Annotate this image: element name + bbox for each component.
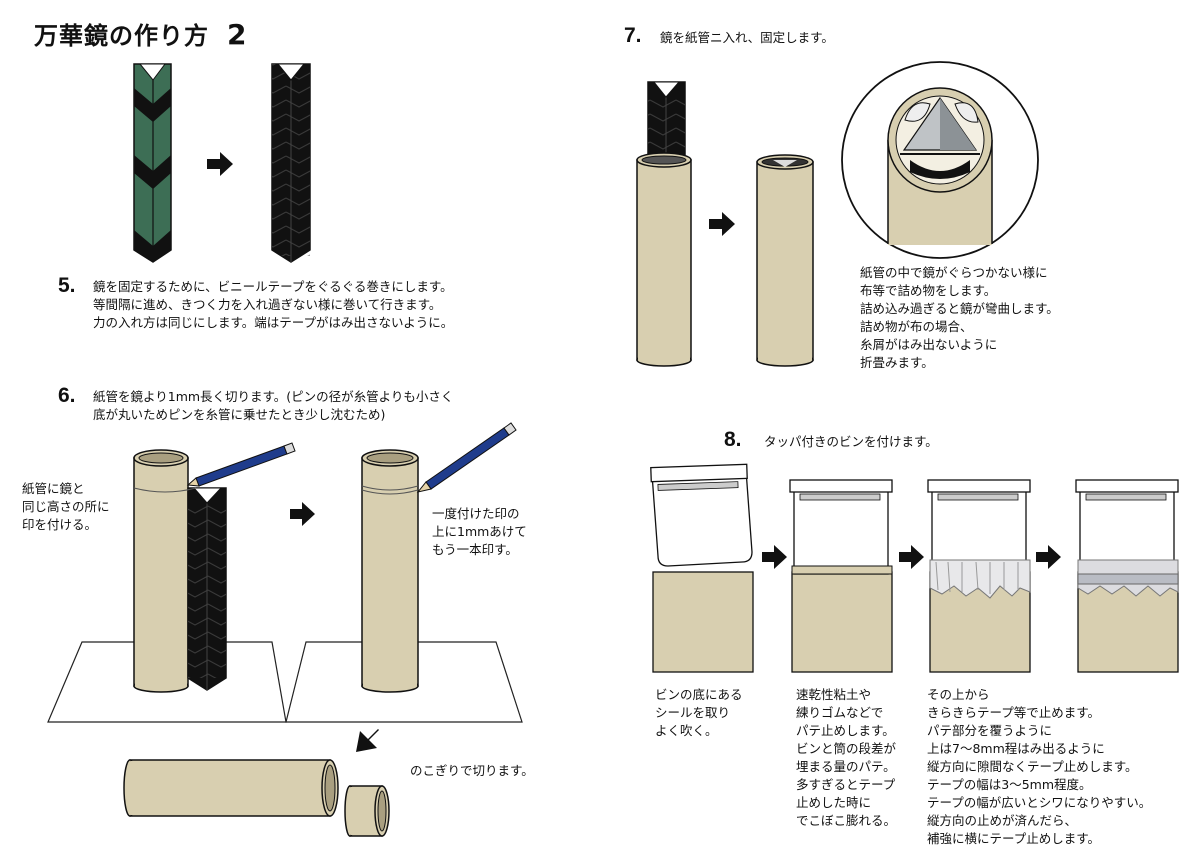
step5-line-1: 鏡を固定するために、ビニールテープをぐるぐる巻きにします。 — [93, 279, 453, 294]
arrow-icon-8b — [899, 545, 924, 569]
step6-left-note: 紙管に鏡と 同じ高さの所に 印を付ける。 — [22, 480, 110, 534]
tube-closed — [756, 154, 814, 367]
col1-line-3: よく吹く。 — [655, 723, 718, 738]
col3-line-2: きらきらテープ等で止めます。 — [927, 705, 1101, 720]
col1-line-2: シールを取り — [655, 705, 731, 720]
page-title: 万華鏡の作り方 2 — [34, 16, 247, 51]
step6-text: 紙管を鏡より1mm長く切ります。(ピンの径が糸管よりも小さく 底が丸いためピンを… — [93, 388, 453, 424]
arrow-icon-step5 — [207, 152, 233, 176]
col3-line-1: その上から — [927, 687, 990, 702]
title-number: 2 — [227, 18, 248, 51]
step5-line-2: 等間隔に進め、きつく力を入れ過ぎない様に巻いて行きます。 — [93, 297, 442, 312]
col3-line-3: パテ部分を覆うように — [927, 723, 1053, 738]
step6-line-2: 底が丸いためピンを糸管に乗せたとき少し沈むため) — [93, 407, 386, 422]
step8-col2: 速乾性粘土や 練りゴムなどで パテ止めします。 ビンと筒の段差が 埋まる量のパテ… — [796, 686, 896, 830]
title-text: 万華鏡の作り方 — [34, 22, 209, 50]
col2-line-7: 止めした時に — [796, 795, 872, 810]
cut-tube-short — [344, 785, 390, 837]
col3-line-6: テープの幅は3～5mm程度。 — [927, 777, 1092, 792]
step7-note-line-1: 紙管の中で鏡がぐらつかない様に — [860, 265, 1048, 280]
col3-line-4: 上は7～8mm程はみ出るように — [927, 741, 1105, 756]
tube-with-prism — [133, 449, 227, 693]
col2-line-8: でこぼこ膨れる。 — [796, 813, 897, 828]
step7-note-line-5: 糸屑がはみ出ないように — [860, 337, 998, 352]
marked-tube — [361, 449, 419, 693]
step6-number: 6. — [58, 384, 76, 407]
col2-line-1: 速乾性粘土や — [796, 687, 872, 702]
col2-line-5: 埋まる量のパテ。 — [796, 759, 896, 774]
step8-text: タッパ付きのビンを付けます。 — [764, 434, 938, 449]
step6-line-1: 紙管を鏡より1mm長く切ります。(ピンの径が糸管よりも小さく — [93, 389, 454, 404]
step8-col1: ビンの底にある シールを取り よく吹く。 — [655, 686, 743, 740]
col2-line-3: パテ止めします。 — [796, 723, 895, 738]
left-note-line-3: 印を付ける。 — [22, 517, 98, 532]
arrow-icon-step6 — [290, 502, 315, 526]
jar-on-tube-3 — [927, 479, 1031, 673]
left-note-line-2: 同じ高さの所に — [22, 499, 110, 514]
left-note-line-1: 紙管に鏡と — [22, 481, 85, 496]
jar-tilted — [650, 463, 753, 567]
step5-line-3: 力の入れ方は同じにします。端はテープがはみ出さないように。 — [93, 315, 454, 330]
pencil-icon-right — [416, 422, 517, 493]
step7-number: 7. — [624, 24, 642, 47]
col3-line-5: 縦方向に隙間なくテープ止めします。 — [927, 759, 1138, 774]
arrow-icon-8c — [1036, 545, 1061, 569]
step6-right-note: 一度付けた印の 上に1mmあけて もう一本印す。 — [432, 505, 527, 559]
col1-line-1: ビンの底にある — [655, 687, 743, 702]
jar-on-tube-4 — [1075, 479, 1179, 673]
tube-with-mirror-inserting — [636, 81, 692, 367]
col3-line-7: テープの幅が広いとシワになりやすい。 — [927, 795, 1152, 810]
cut-tube-long — [123, 759, 339, 817]
arrow-icon-step7 — [709, 212, 735, 236]
right-note-line-3: もう一本印す。 — [432, 542, 518, 557]
col3-line-9: 補強に横にテープ止めします。 — [927, 831, 1101, 846]
green-wrapped-prism — [133, 63, 172, 263]
step8-col3: その上から きらきらテープ等で止めます。 パテ部分を覆うように 上は7～8mm程… — [927, 686, 1151, 848]
jar-on-tube-2 — [789, 479, 893, 673]
step7-note: 紙管の中で鏡がぐらつかない様に 布等で詰め物をします。 詰め込み過ぎると鏡が彎曲… — [860, 264, 1059, 372]
step7-note-line-2: 布等で詰め物をします。 — [860, 283, 997, 298]
step5-text: 鏡を固定するために、ビニールテープをぐるぐる巻きにします。 等間隔に進め、きつく… — [93, 278, 453, 332]
right-note-line-2: 上に1mmあけて — [432, 524, 527, 539]
right-note-line-1: 一度付けた印の — [432, 506, 520, 521]
step5-number: 5. — [58, 274, 76, 297]
tube-top-1 — [652, 571, 754, 673]
step7-note-line-3: 詰め込み過ぎると鏡が彎曲します。 — [860, 301, 1059, 316]
saw-note: のこぎりで切ります。 — [410, 763, 534, 778]
pencil-icon-left — [186, 442, 296, 487]
col2-line-4: ビンと筒の段差が — [796, 741, 897, 756]
col2-line-6: 多すぎるとテープ — [796, 777, 896, 792]
magnified-circle — [841, 61, 1039, 259]
step8-number: 8. — [724, 428, 742, 451]
col2-line-2: 練りゴムなどで — [796, 705, 884, 720]
step7-text: 鏡を紙管ニ入れ、固定します。 — [660, 30, 834, 45]
arrow-icon-down — [356, 729, 379, 752]
step7-note-line-6: 折畳みます。 — [860, 355, 934, 370]
col3-line-8: 縦方向の止めが済んだら、 — [927, 813, 1078, 828]
black-wrapped-prism — [271, 63, 311, 263]
step7-note-line-4: 詰め物が布の場合、 — [860, 319, 973, 334]
arrow-icon-8a — [762, 545, 787, 569]
